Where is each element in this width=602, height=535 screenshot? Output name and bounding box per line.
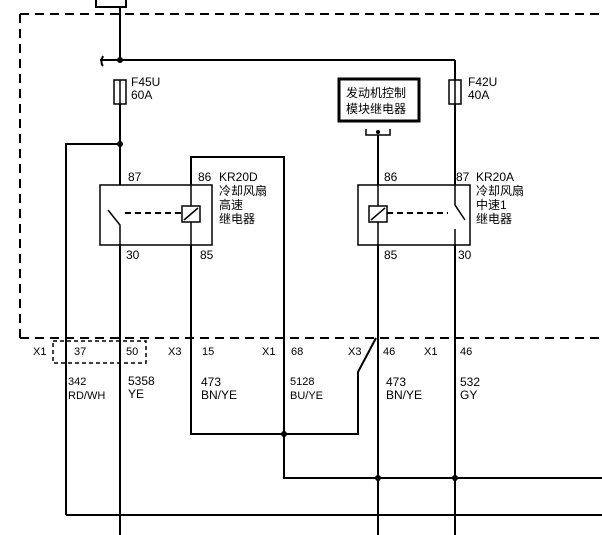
kr20d-desc3: 继电器 — [219, 212, 255, 226]
conn-x1-a: X1 — [33, 346, 46, 358]
conn-x1-c: X1 — [424, 346, 437, 358]
kr20d-pin-85: 85 — [200, 248, 214, 262]
relay-kr20d: 87 86 30 85 KR20D 冷却风扇 高速 继电器 — [99, 170, 267, 262]
kr20d-name: KR20D — [219, 170, 258, 184]
kr20a-pin-86: 86 — [384, 170, 398, 184]
wire-532-circuit: 532 — [460, 375, 480, 389]
ecm-relay-line1: 发动机控制 — [346, 85, 406, 100]
wire-342-circuit: 342 — [68, 376, 86, 388]
kr20d-desc2: 高速 — [219, 197, 243, 212]
fuse-f42u: F42U 40A — [448, 75, 497, 105]
feed-branch-tick — [100, 55, 104, 67]
wire-473b-color: BN/YE — [386, 388, 422, 402]
kr20d-pin-30: 30 — [126, 248, 140, 262]
wire-342-color: RD/WH — [68, 390, 105, 402]
kr20d-pin-87: 87 — [128, 170, 142, 184]
kr20a-pin-87: 87 — [456, 170, 470, 184]
module-boundary — [19, 13, 602, 339]
conn-pin-68: 68 — [291, 346, 303, 358]
conn-pin-37: 37 — [74, 346, 86, 358]
conn-pin-15: 15 — [202, 346, 214, 358]
wire-labels: 342 RD/WH 5358 YE 473 BN/YE 5128 BU/YE 4… — [68, 374, 480, 402]
ecm-relay-line2: 模块继电器 — [346, 102, 406, 116]
kr20a-pin-30: 30 — [458, 248, 472, 262]
fuse-f45u-rating: 60A — [131, 88, 152, 102]
connector-labels: X1 37 50 X3 15 X1 68 X3 46 X1 46 — [33, 346, 472, 358]
top-component-fragment — [95, 0, 127, 8]
connector-x1-37-50-outline — [52, 340, 147, 364]
kr20d-pin-86: 86 — [198, 170, 212, 184]
kr20a-name: KR20A — [476, 170, 514, 184]
kr20a-pin-85: 85 — [384, 248, 398, 262]
wire-5128-circuit: 5128 — [290, 376, 314, 388]
wire-5358-circuit: 5358 — [128, 374, 155, 388]
wire-5358-color: YE — [128, 387, 144, 401]
fuse-f42u-rating: 40A — [468, 88, 489, 102]
wire-473a-circuit: 473 — [201, 375, 221, 389]
wire-532-color: GY — [460, 388, 477, 402]
battery-feed-wire — [100, 7, 456, 80]
kr20a-desc1: 冷却风扇 — [476, 183, 524, 198]
wire-342-route — [65, 143, 120, 515]
kr20d-desc1: 冷却风扇 — [219, 183, 267, 198]
ecm-relay: 发动机控制 模块继电器 — [337, 77, 421, 123]
kr20a-desc3: 继电器 — [476, 212, 512, 226]
wire-473b-circuit: 473 — [386, 375, 406, 389]
fuse-f42u-name: F42U — [468, 75, 497, 89]
conn-x1-b: X1 — [262, 346, 275, 358]
ground-bus-wire — [283, 434, 602, 479]
relay-kr20a: 86 87 85 30 KR20A 冷却风扇 中速1 继电器 — [357, 170, 524, 262]
kr20d-85-wire — [190, 245, 377, 435]
kr20a-desc2: 中速1 — [476, 197, 507, 212]
conn-x3-a: X3 — [168, 346, 181, 358]
ecm-relay-ground-connector — [365, 129, 391, 136]
fuse-f45u-name: F45U — [131, 75, 160, 89]
conn-x3-b: X3 — [348, 346, 361, 358]
conn-pin-50: 50 — [126, 346, 138, 358]
fuse-f45u: F45U 60A — [113, 75, 160, 105]
conn-pin-46a: 46 — [383, 346, 395, 358]
kr20d-86-loop-wire — [190, 156, 285, 434]
conn-pin-46b: 46 — [460, 346, 472, 358]
wire-473a-color: BN/YE — [201, 388, 237, 402]
wire-5128-color: BU/YE — [290, 390, 323, 402]
feed-junction-dot — [117, 57, 123, 63]
